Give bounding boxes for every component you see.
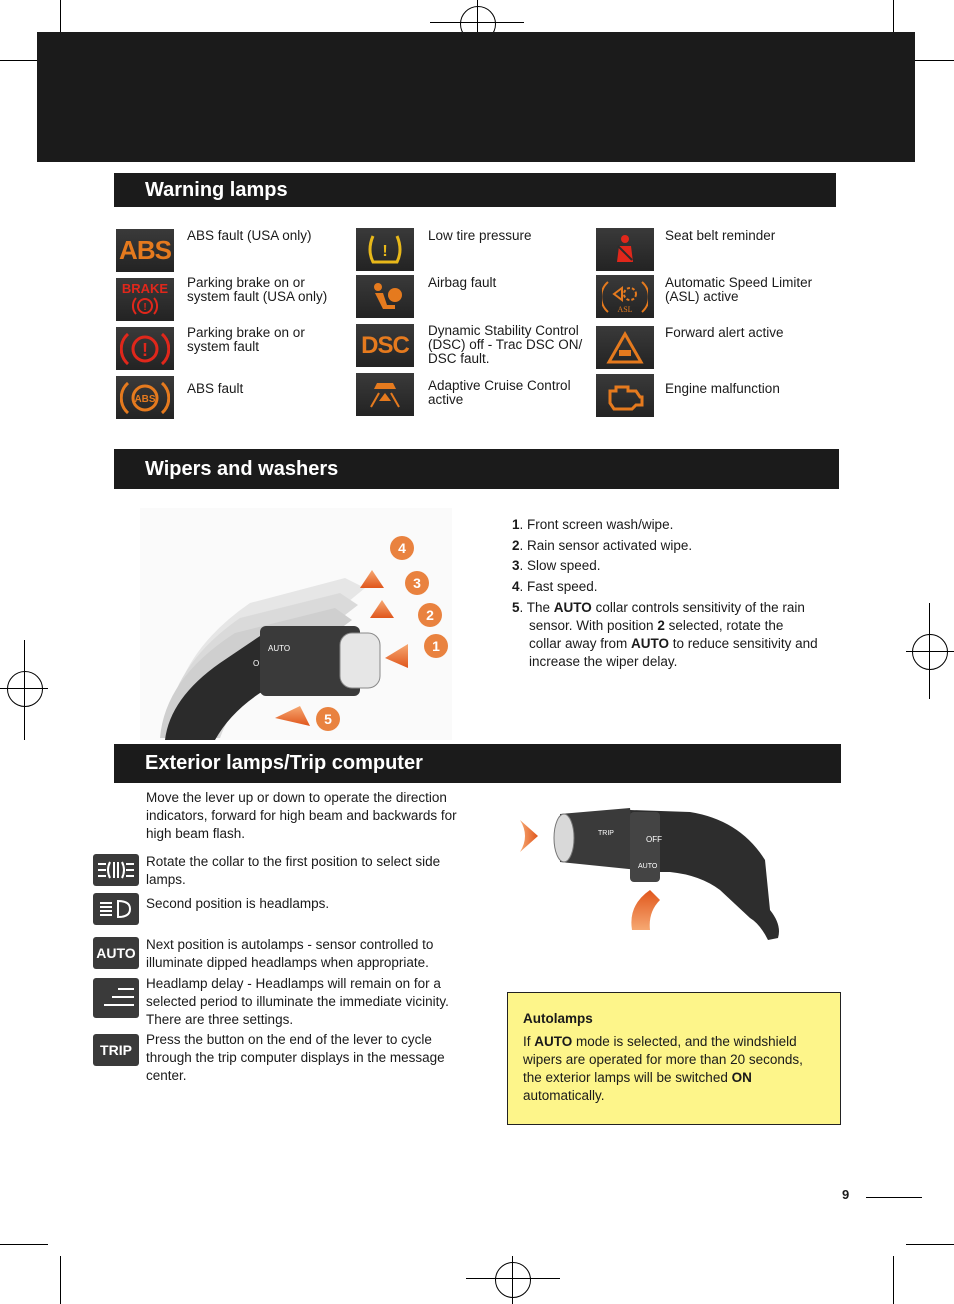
- crop-mark: [893, 1256, 894, 1304]
- engine-icon: [596, 374, 654, 417]
- airbag-icon: [356, 275, 414, 318]
- trip-icon: TRIP: [93, 1034, 139, 1066]
- lamp-label: Dynamic Stability Control (DSC) off - Tr…: [428, 323, 583, 366]
- brake-icon: BRAKE !: [116, 278, 174, 321]
- lamp-label: Automatic Speed Limiter (ASL) active: [665, 275, 813, 304]
- exterior-item-text: Rotate the collar to the first position …: [146, 854, 441, 887]
- list-item: 3. Slow speed.: [512, 558, 601, 574]
- callout-5: 5: [324, 711, 332, 727]
- page-number-rule: [866, 1197, 922, 1198]
- page-header-bar: [37, 32, 915, 162]
- crop-mark: [893, 0, 894, 48]
- side-lamps-icon: [93, 854, 139, 886]
- callout-1: 1: [432, 638, 440, 654]
- light-lever-illustration: TRIP OFF AUTO: [520, 800, 790, 950]
- acc-icon: [356, 373, 414, 416]
- note-body: If AUTO mode is selected, and the windsh…: [523, 1034, 803, 1103]
- auto-icon: AUTO: [93, 937, 139, 969]
- lamp-label: ABS fault: [187, 381, 244, 396]
- crop-mark: [60, 1256, 61, 1304]
- list-item: 5. The AUTO collar controls sensitivity …: [512, 599, 818, 669]
- list-item: 1. Front screen wash/wipe.: [512, 517, 674, 532]
- registration-mark: [7, 671, 43, 707]
- crop-mark: [906, 1244, 954, 1245]
- exterior-item-text: Headlamp delay - Headlamps will remain o…: [146, 976, 449, 1027]
- seat-belt-icon: [596, 228, 654, 271]
- registration-mark: [495, 1262, 531, 1298]
- wiper-functions-list: 1. Front screen wash/wipe. 2. Rain senso…: [512, 516, 818, 673]
- section-title-wipers: Wipers and washers: [114, 449, 839, 489]
- svg-text:O: O: [253, 659, 259, 668]
- lamp-label: Engine malfunction: [665, 381, 780, 396]
- exterior-item-text: Press the button on the end of the lever…: [146, 1032, 445, 1083]
- headlamps-icon: [93, 893, 139, 925]
- svg-text:ASL: ASL: [617, 305, 632, 314]
- tire-pressure-icon: !: [356, 228, 414, 271]
- exterior-item-text: Second position is headlamps.: [146, 896, 330, 911]
- parking-brake-icon: !: [116, 327, 174, 370]
- abs-text-icon: ABS: [116, 229, 174, 272]
- section-title-exterior-lamps: Exterior lamps/Trip computer: [114, 744, 841, 783]
- svg-text:AUTO: AUTO: [638, 863, 658, 870]
- list-item: 4. Fast speed.: [512, 579, 598, 595]
- lamp-label: ABS fault (USA only): [187, 228, 312, 243]
- lamp-label: Parking brake on or system fault: [187, 325, 305, 354]
- autolamps-note: Autolamps If AUTO mode is selected, and …: [507, 992, 841, 1125]
- crop-mark: [0, 1244, 48, 1245]
- svg-text:!: !: [143, 302, 146, 313]
- lamp-label: Parking brake on or system fault (USA on…: [187, 275, 328, 304]
- headlamp-delay-icon: [93, 978, 139, 1018]
- crop-mark: [60, 0, 61, 48]
- callout-2: 2: [426, 607, 434, 623]
- lamp-label: Forward alert active: [665, 325, 784, 340]
- exterior-item-text: Next position is autolamps - sensor cont…: [146, 937, 434, 970]
- crop-mark: [0, 60, 48, 61]
- svg-text:OFF: OFF: [646, 835, 662, 844]
- list-item: 2. Rain sensor activated wipe.: [512, 537, 693, 553]
- forward-alert-icon: [596, 326, 654, 369]
- page-number: 9: [842, 1187, 850, 1202]
- svg-text:!: !: [382, 243, 387, 260]
- exterior-intro: Move the lever up or down to operate the…: [146, 790, 457, 841]
- crop-mark: [906, 60, 954, 61]
- lamp-label: Airbag fault: [428, 275, 497, 290]
- section-title-warning-lamps: Warning lamps: [114, 173, 836, 207]
- svg-text:AUTO: AUTO: [268, 644, 290, 653]
- dsc-icon: DSC: [356, 324, 414, 367]
- svg-text:ABS: ABS: [134, 394, 155, 405]
- note-title: Autolamps: [523, 1011, 593, 1026]
- abs-circle-icon: ABS: [116, 376, 174, 419]
- registration-mark: [912, 634, 948, 670]
- callout-4: 4: [398, 540, 406, 556]
- lamp-label: Low tire pressure: [428, 228, 532, 243]
- speed-limiter-icon: ASL: [596, 275, 654, 318]
- callout-3: 3: [413, 575, 421, 591]
- svg-text:TRIP: TRIP: [598, 830, 614, 837]
- svg-text:!: !: [142, 340, 148, 360]
- wiper-lever-illustration: AUTO O 4 3 2 1 5: [140, 508, 452, 740]
- lamp-label: Adaptive Cruise Control active: [428, 378, 571, 407]
- lamp-label: Seat belt reminder: [665, 228, 776, 243]
